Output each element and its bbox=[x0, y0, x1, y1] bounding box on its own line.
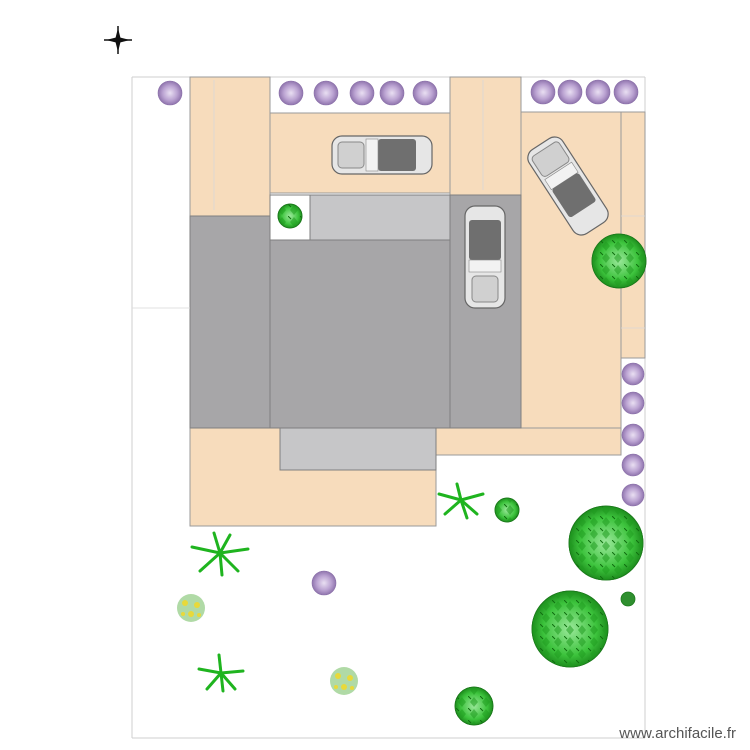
tree-icon bbox=[620, 591, 636, 607]
building-roofs bbox=[189, 194, 522, 471]
shrub-icon bbox=[311, 570, 337, 596]
tree-group bbox=[277, 203, 647, 726]
shrub-icon bbox=[530, 79, 556, 105]
compass-rose-icon bbox=[104, 26, 132, 54]
shrub-icon bbox=[157, 80, 183, 106]
palm-group bbox=[190, 482, 485, 693]
car-center bbox=[464, 205, 506, 309]
flower-shrub-icon bbox=[330, 667, 358, 695]
flower-shrub-icon bbox=[177, 594, 205, 622]
palm-icon bbox=[197, 653, 245, 693]
tree-icon bbox=[591, 233, 647, 289]
shrub-icon bbox=[621, 423, 645, 447]
shrub-icon bbox=[621, 362, 645, 386]
palm-icon bbox=[190, 531, 250, 577]
shrub-icon bbox=[621, 453, 645, 477]
shrub-icon bbox=[557, 79, 583, 105]
shrub-icon bbox=[621, 483, 645, 507]
shrub-icon bbox=[379, 80, 405, 106]
shrub-icon bbox=[412, 80, 438, 106]
shrub-icon bbox=[585, 79, 611, 105]
shrub-icon bbox=[349, 80, 375, 106]
flower-group bbox=[177, 594, 358, 695]
palm-icon bbox=[437, 482, 485, 520]
dimension-lines bbox=[132, 80, 645, 329]
tree-icon bbox=[494, 497, 520, 523]
shrub-group bbox=[157, 79, 645, 596]
car-right bbox=[527, 136, 609, 236]
shrub-icon bbox=[278, 80, 304, 106]
car-top bbox=[331, 135, 433, 175]
tree-icon bbox=[454, 686, 494, 726]
watermark-text: www.archifacile.fr bbox=[619, 725, 736, 742]
shrub-icon bbox=[313, 80, 339, 106]
tree-icon bbox=[568, 505, 644, 581]
shrub-icon bbox=[621, 391, 645, 415]
shrub-icon bbox=[613, 79, 639, 105]
tree-icon bbox=[277, 203, 303, 229]
tree-icon bbox=[531, 590, 609, 668]
